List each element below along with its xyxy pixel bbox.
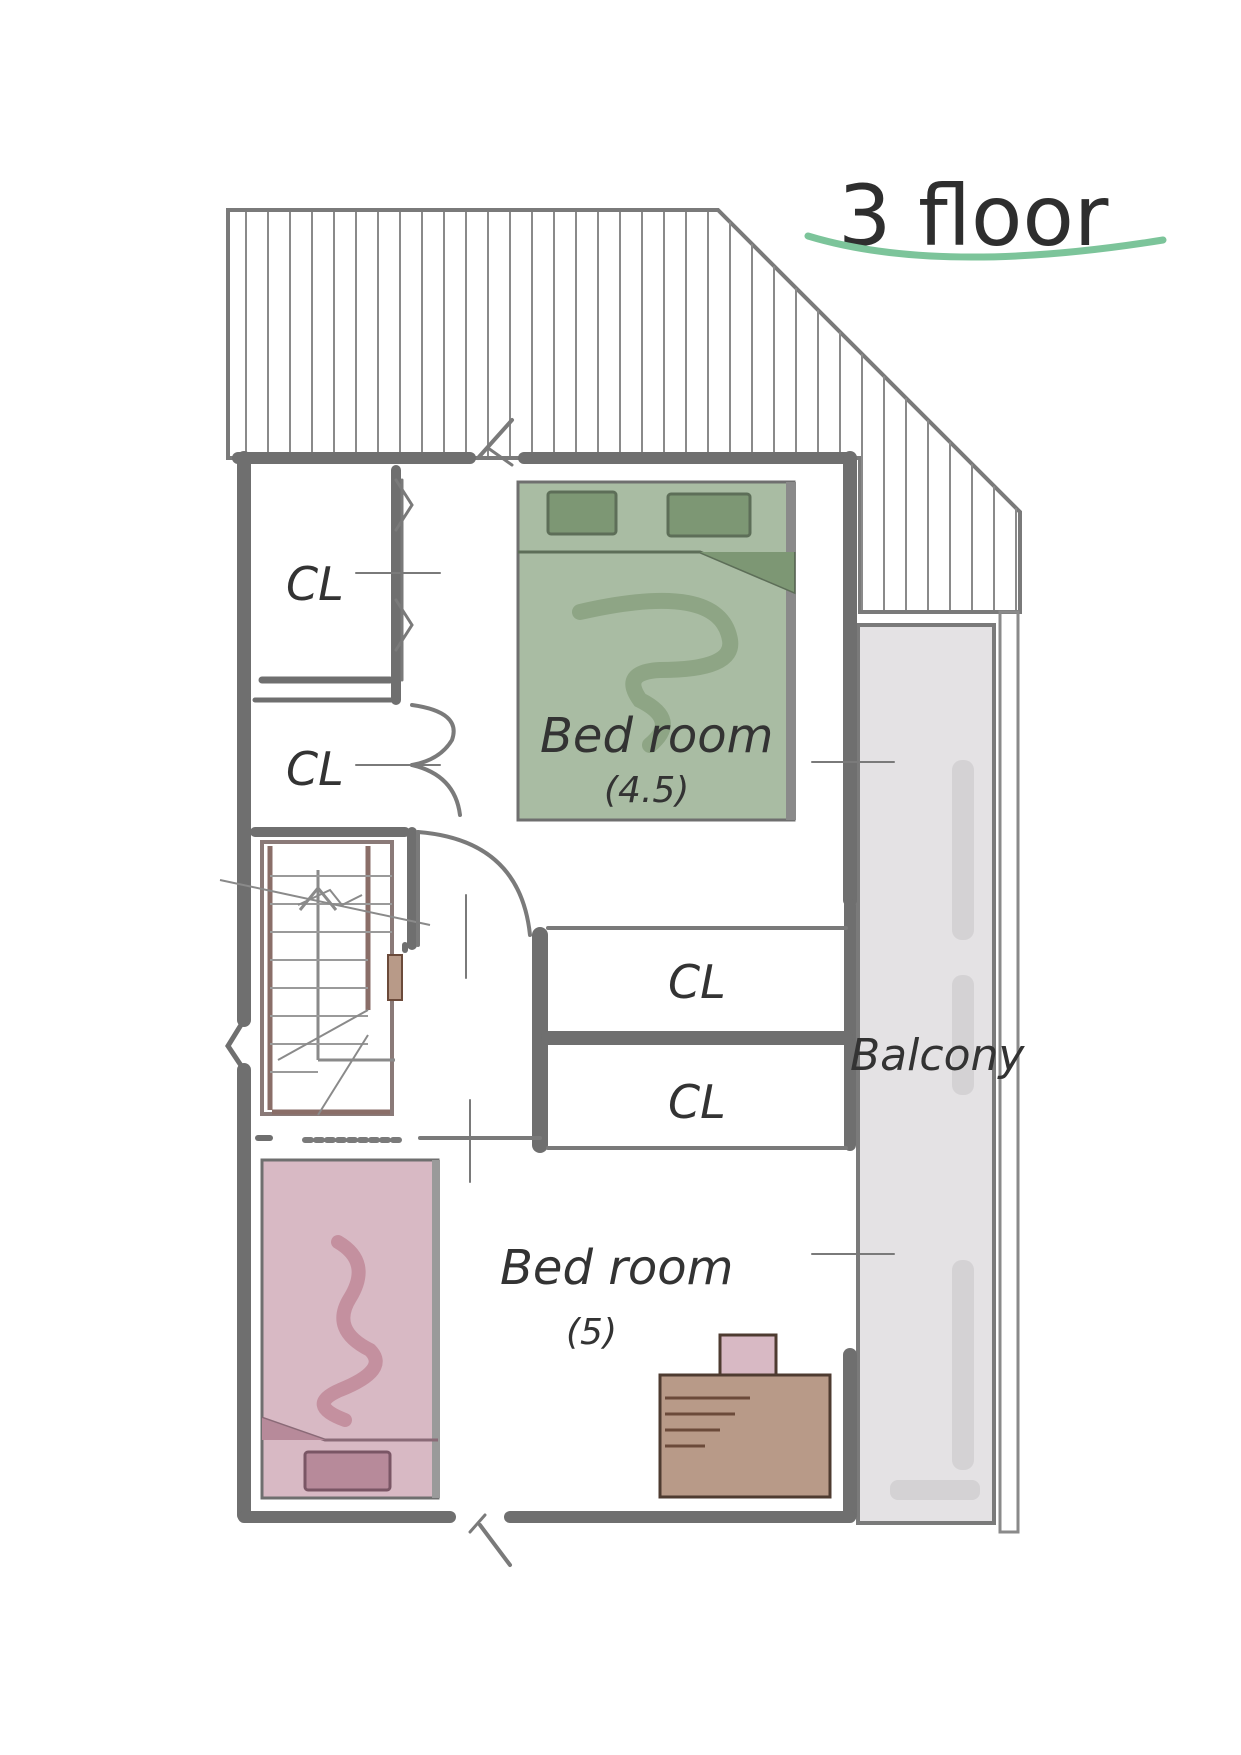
closet-label: CL — [668, 955, 726, 1009]
second-bed — [260, 1158, 440, 1500]
chair — [718, 1333, 778, 1377]
second-bedroom-label: Bed room — [500, 1240, 733, 1296]
main-bedroom-label: Bed room — [540, 708, 773, 764]
bed-pillow — [546, 490, 618, 536]
balcony-area — [856, 610, 1020, 1534]
title-underline — [804, 232, 1167, 261]
desk — [658, 1333, 832, 1499]
staircase — [219, 840, 431, 1116]
main-bed — [516, 480, 796, 822]
balcony-label: Balcony — [850, 1030, 1025, 1081]
walls — [232, 451, 857, 1523]
second-bedroom-size: (5) — [566, 1312, 617, 1353]
closet-label: CL — [668, 1075, 726, 1129]
bed-pillow — [303, 1450, 392, 1492]
main-bedroom-size: (4.5) — [604, 770, 689, 811]
doors — [355, 418, 895, 1567]
closet-label: CL — [286, 557, 344, 611]
bed-pillow — [666, 492, 752, 538]
closet-label: CL — [286, 742, 344, 796]
